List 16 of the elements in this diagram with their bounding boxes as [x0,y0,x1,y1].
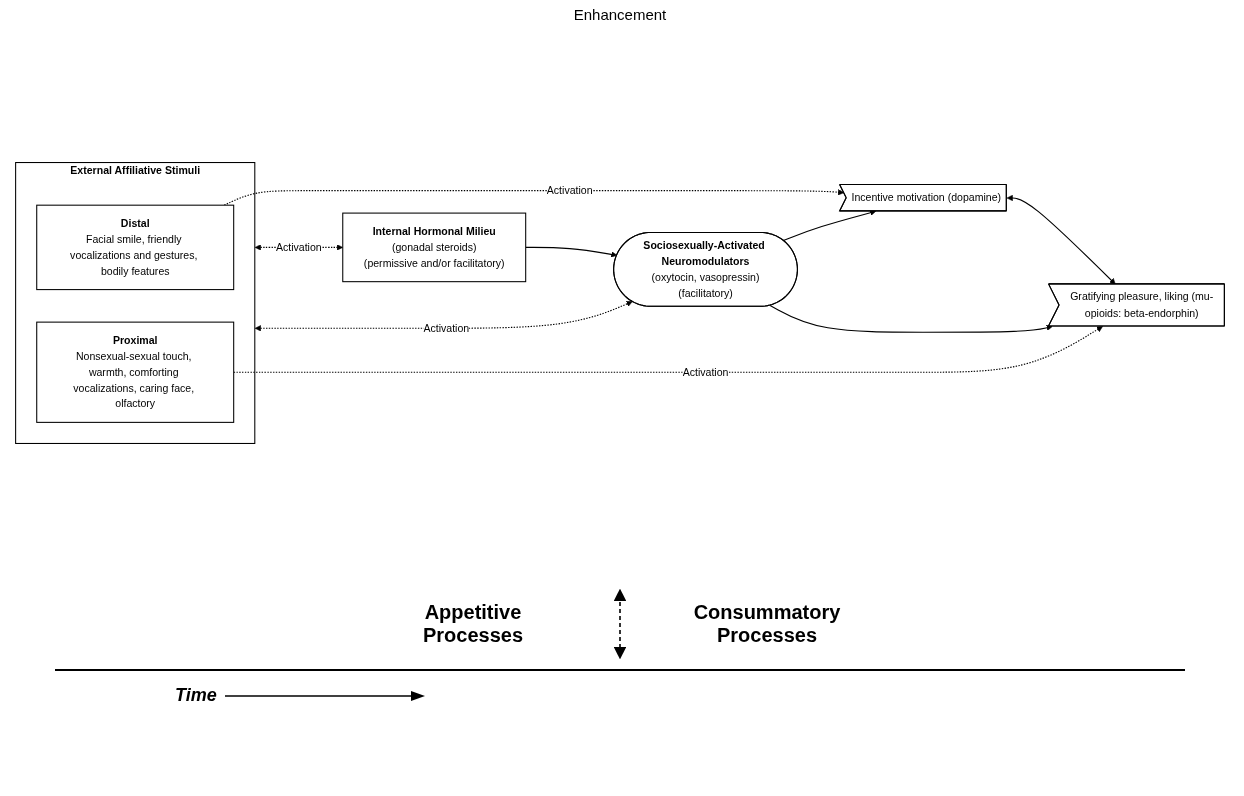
node-box: Internal Hormonal Milieu (gonadal steroids) (permissive and/or facilitatory) [342,212,527,283]
arrow [254,300,633,332]
arrow [233,326,1103,373]
phase-label: Appetitive Processes [421,601,525,647]
arrow [769,304,1053,333]
arrow [223,189,845,206]
edge-label: Activation [682,365,729,378]
phase-label: Consummatory Processes [692,601,842,647]
node-box: Distal Facial smile, friendly vocalizations and gestures, bodily features [36,204,235,291]
edge-note: Enhancement [573,6,667,23]
arrow [525,246,618,258]
edge-label: Activation [275,240,322,253]
edge-label: Activation [423,321,470,334]
node-box: Proximal Nonsexual-sexual touch, warmth, comforting vocalizations, caring face, olfactory [36,321,235,423]
edge-label: Activation [546,184,593,197]
axis-label: Time [175,685,217,706]
